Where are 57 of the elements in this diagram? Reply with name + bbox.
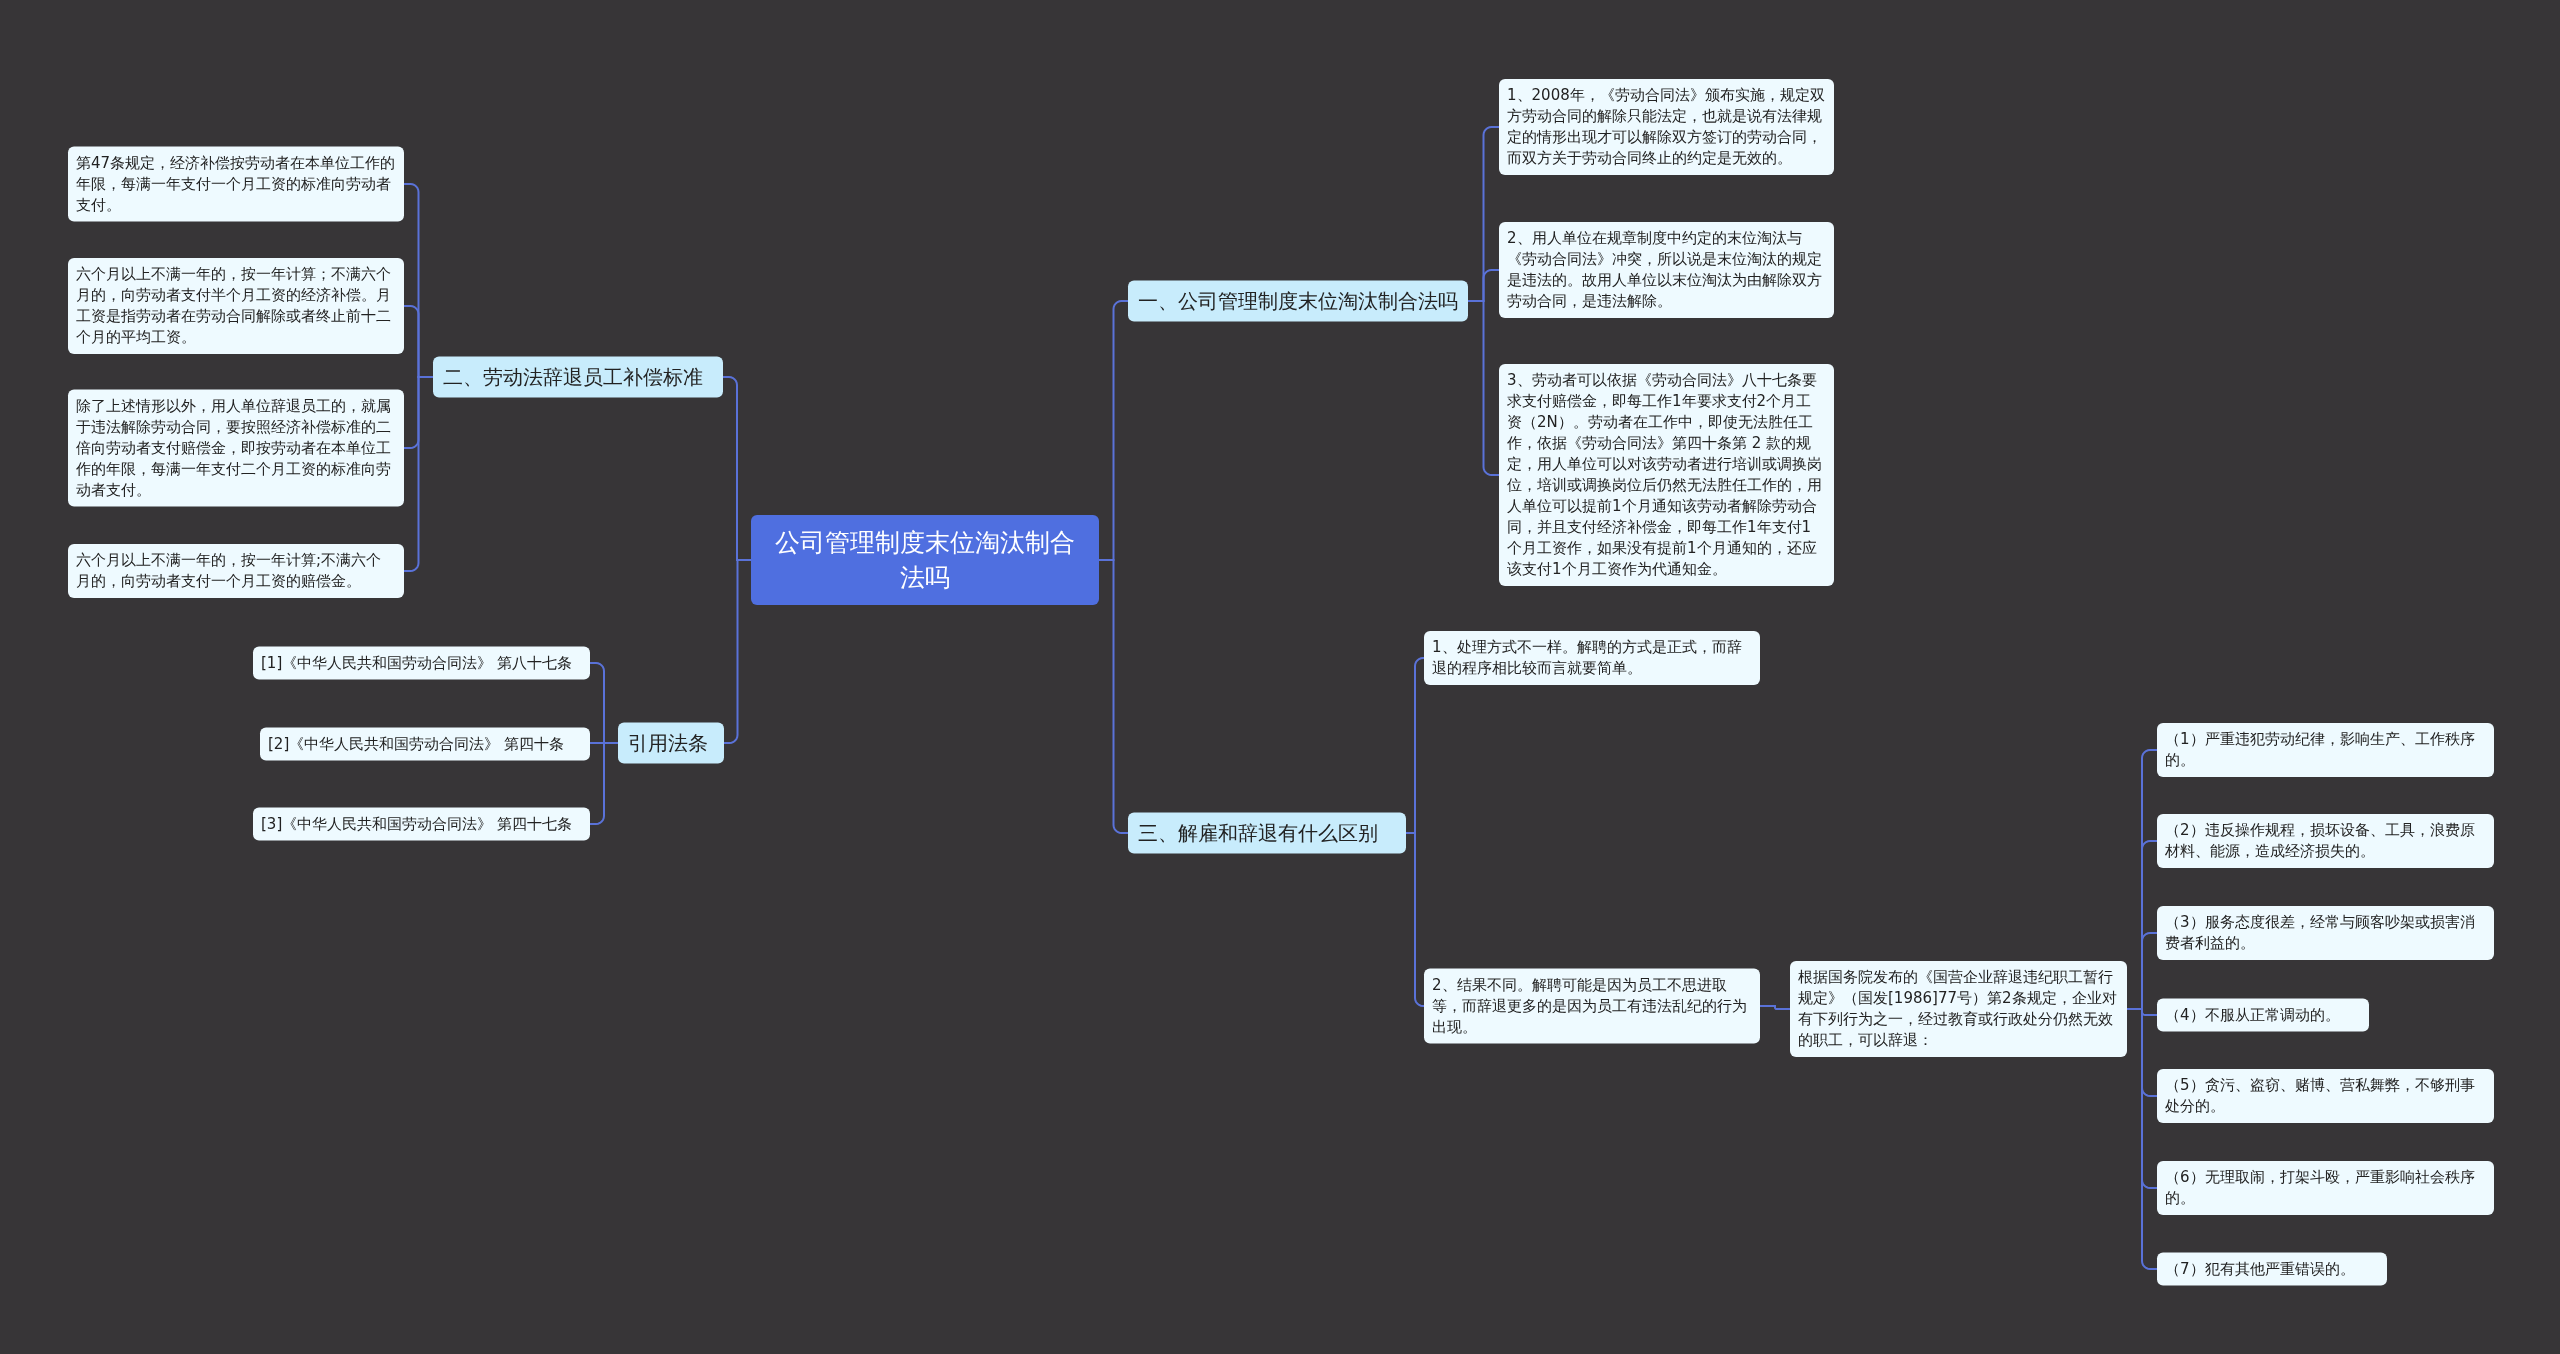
topic-text: 根据国务院发布的《国营企业辞退违纪职工暂行规定》（国发[1986]77号）第2条规定，企业对有下列行为之一，经过教育或行政处分仍然无效的职工，可以辞退： <box>1798 967 2118 1051</box>
connector-line <box>2126 1008 2158 1270</box>
topic-text: 公司管理制度末位淘汰制合法吗 <box>774 527 1076 594</box>
subtopic-box <box>68 146 404 222</box>
topic-text: （3）服务态度很差，经常与顾客吵架或损害消费者利益的。 <box>2165 912 2476 954</box>
topic-text: （7）犯有其他严重错误的。 <box>2165 1258 2356 1280</box>
subtopic-box <box>253 807 590 841</box>
subtopic-box <box>2157 723 2494 777</box>
topic-text: 2、用人单位在规章制度中约定的末位淘汰与《劳动合同法》冲突，所以说是末位淘汰的规定是违法的。故用人单位以末位淘汰为由解除双方劳动合同，是违法解除。 <box>1507 228 1823 312</box>
topic-text: （4）不服从正常调动的。 <box>2165 1004 2341 1026</box>
connector-line <box>403 376 434 572</box>
topic-text: （1）严重违犯劳动纪律，影响生产、工作秩序的。 <box>2165 729 2476 771</box>
topic-text: 二、劳动法辞退员工补偿标准 <box>443 363 704 391</box>
topic-text: [3]《中华人民共和国劳动合同法》 第四十七条 <box>261 813 573 835</box>
connector-line <box>1098 559 1129 834</box>
topic-text: 除了上述情形以外，用人单位辞退员工的，就属于违法解除劳动合同，要按照经济补偿标准的二倍向劳动者支付赔偿金，即按劳动者在本单位工作的年限，每满一年支付二个月工资的标准向劳动者支付。 <box>76 395 392 501</box>
topic-text: 3、劳动者可以依据《劳动合同法》八十七条要求支付赔偿金，即每工作1年要求支付2个月工资（2N）。劳动者在工作中，即使无法胜任工作，依据《劳动合同法》第四十条第 2 款的规定，用人单位可以对该劳动者进行培训或调换岗位，培训或调换岗位后仍然无法胜任工作的，用人单位可以提前1个月通知该劳动者解除劳动合同，并且支付经济补偿金，即每工作1年支付1个月工资作，如果没有提前1个月通知的，还应该支付1个月工资作为代通知金。 <box>1507 370 1823 580</box>
topic-text: （5）贪污、盗窃、赌博、营私舞弊，不够刑事处分的。 <box>2165 1075 2476 1117</box>
topic-text: [2]《中华人民共和国劳动合同法》 第四十条 <box>268 733 565 755</box>
topic-text: 六个月以上不满一年的，按一年计算；不满六个月的，向劳动者支付半个月工资的经济补偿。月工资是指劳动者在劳动合同解除或者终止前十二个月的平均工资。 <box>76 264 392 348</box>
central-topic <box>751 515 1099 605</box>
subtopic-box <box>2157 906 2494 960</box>
connector-line <box>1759 1005 1791 1010</box>
subtopic-box <box>253 646 590 680</box>
subtopic-box <box>2157 1252 2387 1286</box>
topic-box <box>1128 812 1406 854</box>
topic-text: 2、结果不同。解聘可能是因为员工不思进取等，而辞退更多的是因为员工有违法乱纪的行为出现。 <box>1432 974 1748 1038</box>
topic-box <box>1128 280 1468 322</box>
topic-box <box>618 722 724 764</box>
topic-text: [1]《中华人民共和国劳动合同法》 第八十七条 <box>261 652 573 674</box>
topic-text: 六个月以上不满一年的，按一年计算;不满六个月的，向劳动者支付一个月工资的赔偿金。 <box>76 550 383 592</box>
subtopic-box <box>1790 961 2127 1057</box>
topic-text: 1、2008年，《劳动合同法》颁布实施，规定双方劳动合同的解除只能法定，也就是说有法律规定的情形出现才可以解除双方签订的劳动合同，而双方关于劳动合同终止的约定是无效的。 <box>1507 85 1826 169</box>
topic-text: （2）违反操作规程，损坏设备、工具，浪费原材料、能源，造成经济损失的。 <box>2165 820 2476 862</box>
subtopic-box <box>2157 1161 2494 1215</box>
topic-text: 1、处理方式不一样。解聘的方式是正式，而辞退的程序相比较而言就要简单。 <box>1432 637 1743 679</box>
topic-text: 一、公司管理制度末位淘汰制合法吗 <box>1138 287 1458 315</box>
connector-line <box>1405 832 1425 1007</box>
subtopic-box <box>260 727 590 761</box>
topic-box <box>433 356 723 398</box>
subtopic-box <box>2157 1069 2494 1123</box>
topic-text: （6）无理取闹，打架斗殴，严重影响社会秩序的。 <box>2165 1167 2476 1209</box>
subtopic-box <box>1499 222 1834 318</box>
connector-line <box>589 742 619 825</box>
topic-text: 引用法条 <box>628 729 709 757</box>
subtopic-box <box>2157 814 2494 868</box>
subtopic-box <box>1424 631 1760 685</box>
subtopic-box <box>1424 968 1760 1044</box>
subtopic-box <box>2157 998 2369 1032</box>
topic-text: 三、解雇和辞退有什么区别 <box>1138 819 1379 847</box>
subtopic-box <box>1499 79 1834 175</box>
subtopic-box <box>68 389 404 507</box>
connector-line <box>723 559 752 744</box>
subtopic-box <box>68 258 404 354</box>
topic-text: 第47条规定，经济补偿按劳动者在本单位工作的年限，每满一年支付一个月工资的标准向劳动者支付。 <box>76 152 396 216</box>
connector-line <box>1467 300 1500 476</box>
subtopic-box <box>68 544 404 598</box>
